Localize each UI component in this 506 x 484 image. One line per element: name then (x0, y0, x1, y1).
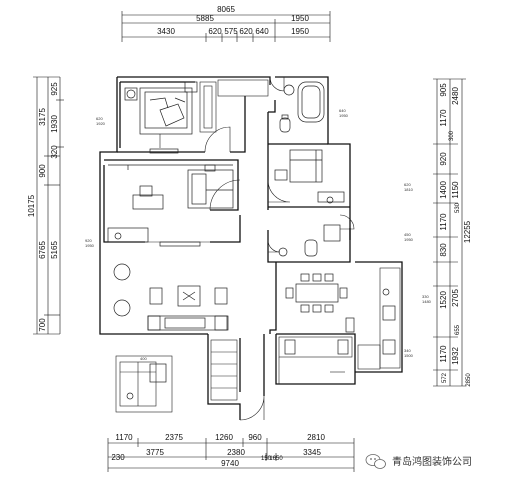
dim-left-o4: 700 (38, 318, 47, 332)
desk-icon (317, 191, 345, 203)
walls (99, 76, 403, 421)
dim-top-r2-d: 620 (239, 27, 253, 36)
entry-area (210, 339, 238, 401)
dim-bottom-r2-c: 2380 (227, 448, 245, 457)
dim-right-m2: 1170 (439, 109, 448, 127)
dim-right-o2: 12255 (463, 220, 472, 243)
dining-furniture (285, 273, 355, 333)
study-bed-icon (187, 169, 234, 209)
dim-right-m10: 2705 (451, 289, 460, 307)
dim-left-i1: 925 (50, 82, 59, 96)
stove-icon (284, 339, 296, 355)
bed2-icon (289, 149, 323, 183)
toilet-icon (279, 117, 291, 133)
dim-bottom-r1-e: 2810 (307, 433, 325, 442)
dim-left-o1: 3175 (38, 108, 47, 126)
kitchen-sink-icon (337, 339, 349, 355)
dim-top-r2-f: 1950 (291, 27, 309, 36)
dim-left-i2: 1930 (50, 115, 59, 133)
dim-bottom-r2-d: 150 (261, 456, 272, 462)
dim-right-m4: 920 (439, 152, 448, 166)
wechat-logo-icon (365, 454, 386, 469)
dim-bottom-r2-b: 3775 (146, 448, 164, 457)
dim-top-overall: 8065 (217, 5, 235, 14)
kitchen-fixtures (278, 336, 353, 384)
dim-right-m7: 530 (455, 202, 461, 213)
dim-left-o2: 900 (38, 164, 47, 178)
watermark: 青岛鸿图装饰公司 (365, 454, 472, 469)
dim-top-r2-a: 3430 (157, 27, 175, 36)
dim-left-i4: 5165 (50, 241, 59, 259)
dim-top-r2-c: 575 (224, 27, 238, 36)
dim-right-m11: 1520 (439, 291, 448, 309)
dim-bottom-overall: 9740 (221, 459, 239, 468)
dim-bottom-r1-b: 2375 (165, 433, 183, 442)
dim-top-r1-a: 5885 (196, 14, 214, 23)
dim-right-m5: 1150 (451, 181, 460, 199)
dim-right-m14: 1932 (451, 347, 460, 365)
dim-right-m13: 1170 (439, 345, 448, 363)
dim-right-m1: 905 (439, 83, 448, 97)
dim-right-m8: 1170 (439, 213, 448, 231)
dim-bottom-r2-a: 230 (111, 453, 125, 462)
dim-top-r1-b: 1950 (291, 14, 309, 23)
right-dimensions: 2480 12255 905 1170 300 920 1150 1400 53… (433, 78, 472, 387)
armchair2-icon (113, 299, 131, 317)
sink-icon (283, 84, 295, 96)
dim-right-m15: 572 (442, 372, 448, 383)
coffee-table-icon (177, 285, 201, 307)
dining-table-icon (295, 283, 339, 303)
dim-left-i3: 320 (50, 145, 59, 159)
dim-left-o3: 6765 (38, 241, 47, 259)
study-desk-icon (132, 194, 164, 210)
chair-icon (139, 185, 153, 197)
top-dimensions: 8065 5885 1950 3430 620 575 620 640 1950 (121, 5, 331, 42)
dim-right-m3: 300 (449, 130, 455, 141)
sofa-side-icon (149, 287, 163, 305)
dim-bottom-r1-a: 1170 (115, 433, 133, 442)
dim-top-r2-b: 620 (208, 27, 222, 36)
sink2-icon (278, 247, 288, 257)
inset-detail: 400 (115, 355, 173, 413)
left-dimensions: 10175 3175 900 6765 700 925 1930 320 516… (27, 76, 64, 335)
dim-bottom-r2-e: 1650 (269, 456, 283, 462)
bathtub-icon (297, 81, 325, 123)
toilet2-icon (304, 239, 318, 257)
dim-right-m9: 830 (439, 243, 448, 257)
dim-bottom-r1-d: 960 (248, 433, 262, 442)
bed-icon (139, 87, 193, 135)
dim-right-m16: 2850 (466, 373, 472, 387)
watermark-text: 青岛鸿图装饰公司 (392, 455, 472, 468)
bottom-dimensions: 1170 2375 1260 960 2810 230 3775 2380 15… (107, 433, 355, 472)
nightstand-left-icon (124, 87, 138, 101)
dim-right-m6: 1400 (439, 181, 448, 199)
dim-top-r2-e: 640 (255, 27, 269, 36)
dim-right-m12: 655 (455, 324, 461, 335)
armchair-icon (113, 263, 131, 281)
study-furniture (108, 164, 234, 210)
dim-bottom-r2-f: 3345 (303, 448, 321, 457)
dim-right-o1: 2480 (451, 87, 460, 105)
dim-left-overall: 10175 (27, 194, 36, 217)
dim-bottom-r1-c: 1260 (215, 433, 233, 442)
label-inset: 400 (140, 356, 147, 361)
door-swings (145, 76, 355, 253)
nightstand-right-icon (184, 81, 198, 93)
